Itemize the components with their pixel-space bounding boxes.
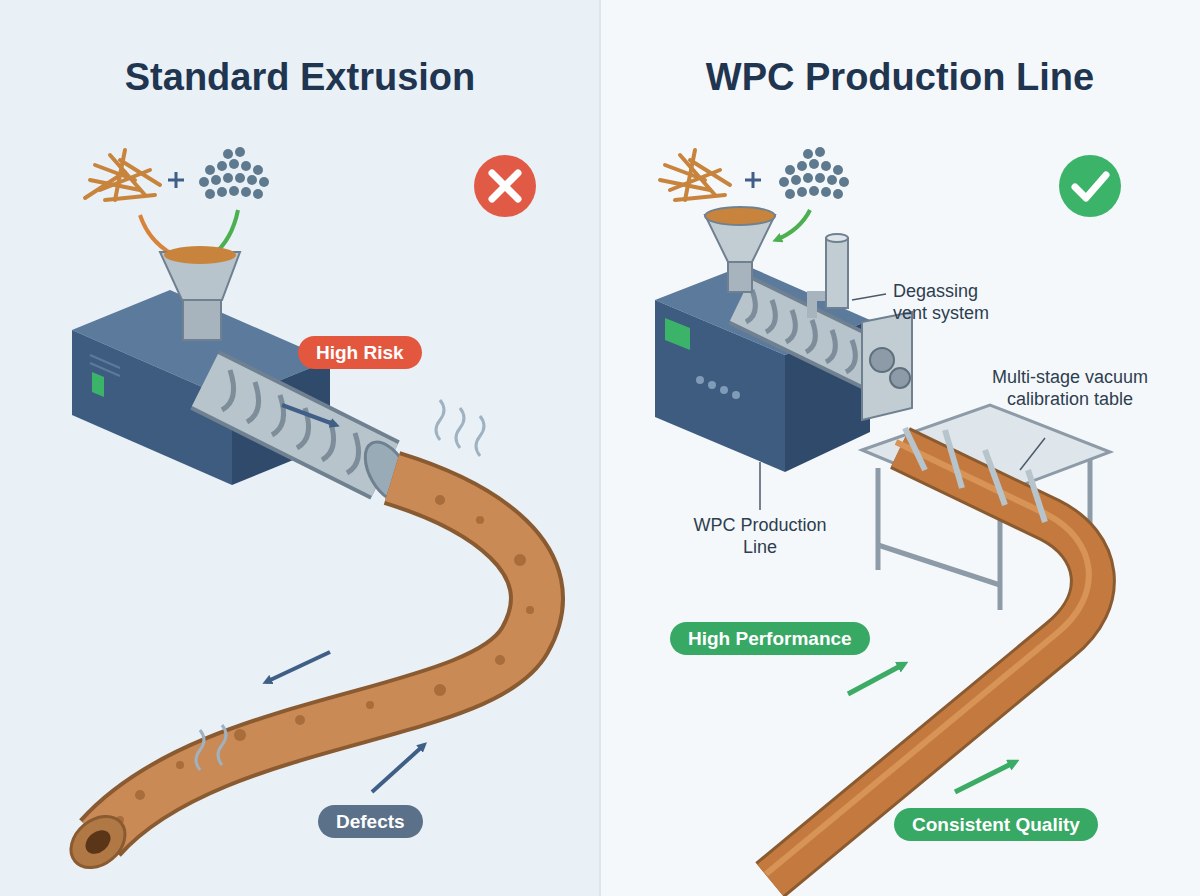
pill-text: High Risk	[316, 342, 404, 363]
pill-text: Defects	[336, 811, 405, 832]
callout-label: Degassing vent system	[893, 280, 1011, 324]
callout-label: Multi-stage vacuum calibration table	[970, 366, 1170, 410]
panel-title: Standard Extrusion	[0, 56, 600, 99]
panel-band: Standard ExtrusionHigh RiskDefects	[0, 0, 600, 896]
status-pill: Consistent Quality	[894, 808, 1098, 841]
panel-title: WPC Production Line	[600, 56, 1200, 99]
status-pill: Defects	[318, 805, 423, 838]
pill-text: High Performance	[688, 628, 852, 649]
pill-text: Consistent Quality	[912, 814, 1080, 835]
panel-band: WPC Production LineHigh PerformanceConsi…	[600, 0, 1200, 896]
status-pill: High Risk	[298, 336, 422, 369]
status-pill: High Performance	[670, 622, 870, 655]
callout-label: WPC Production Line	[675, 514, 845, 558]
